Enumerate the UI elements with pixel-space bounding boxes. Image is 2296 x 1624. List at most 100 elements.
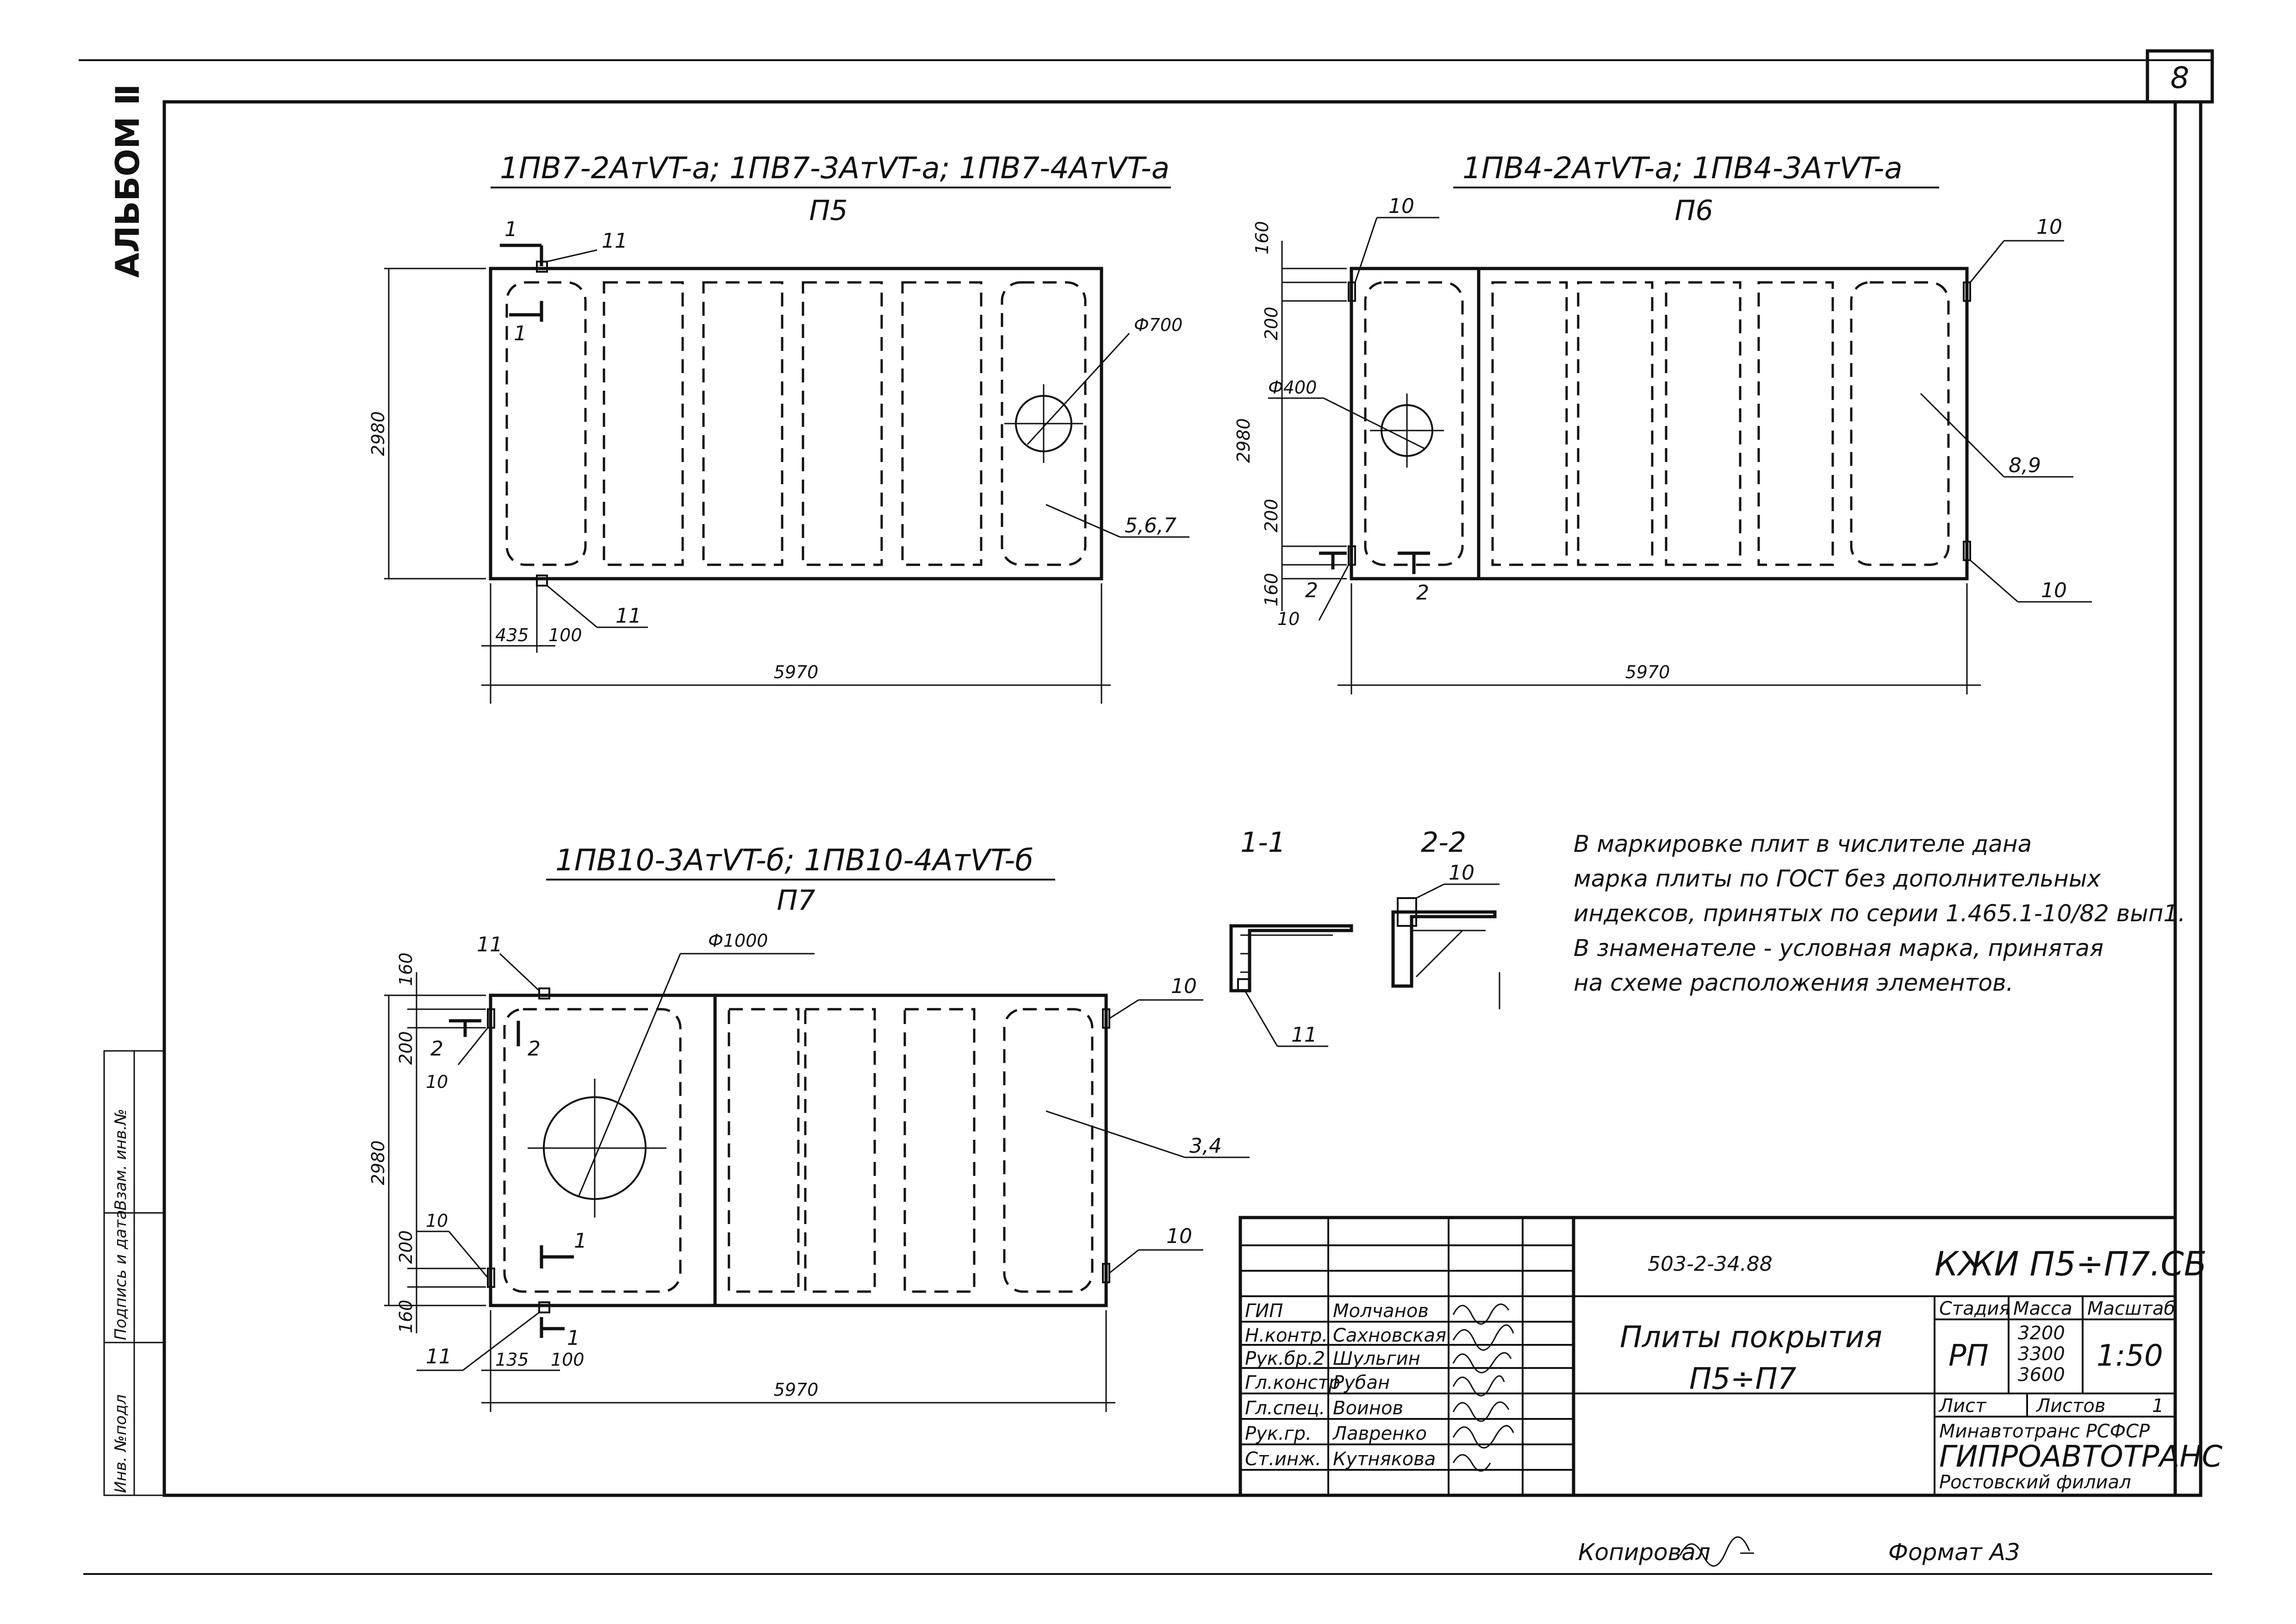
p7-dim-height: 2980 [368,1140,388,1185]
p7-body-leader [1045,1110,1185,1158]
tb-role-2: Н.контр. [1245,1325,1328,1346]
p7-dim-bot2: 160 [396,1299,416,1333]
p7-callout-b-leader [462,1312,540,1371]
p7-callout-bl-leader [448,1231,489,1278]
section-1-callout: 11 [1291,1023,1317,1047]
p6-callout-tl-leader [1354,217,1378,283]
section-2-title: 2-2 [1421,826,1466,859]
tb-mass-3: 3600 [2018,1364,2065,1386]
p7-cell-3 [804,1008,876,1293]
section-1-hatch [1240,934,1333,973]
p7-callout-br: 10 [1166,1224,1192,1248]
section-2-2: 2-2 10 [1391,826,1500,1009]
p6-callout-bl-leader [1318,564,1350,621]
p5-callout-top-leader [547,249,597,262]
tb-stage: РП [1948,1339,1989,1373]
side-col-replace: Взам. инв.№ [112,1109,130,1211]
p6-callout-bl: 10 [1277,609,1300,629]
p6-callout-tr: 10 [2036,215,2062,239]
tb-scale-label: Масштаб [2087,1298,2175,1319]
p7-callout-top: 11 [477,933,503,956]
signature-2 [1452,1324,1514,1351]
p7-callout-br-leader [1109,1249,1139,1274]
p6-dim-bot1: 200 [1261,499,1282,532]
p5-cell-4 [802,281,883,566]
p5-body-callout: 5,6,7 [1125,514,1176,537]
p7-callout-bottom: 11 [426,1345,452,1368]
p5-dim-height: 2980 [368,411,388,456]
tb-mass-label: Масса [2013,1298,2072,1319]
tb-name-2: Сахновская [1333,1325,1446,1346]
tb-name-3: Шульгин [1333,1348,1420,1369]
p6-section-mark-a: 2 [1305,579,1318,602]
p7-section-mark-c: 1 [574,1229,587,1253]
p6-insert-tr [1963,281,1971,302]
p6-dim-length: 5970 [1625,662,1670,682]
note-block: В маркировке плит в числителе дана марка… [1574,831,2185,996]
tb-org-2: ГИПРОАВТОТРАНС [1939,1440,2222,1474]
section-2-callout: 10 [1449,861,1475,885]
p5-marks: 1ПВ7-2АтVT-а; 1ПВ7-3АтVT-а; 1ПВ7-4АтVT-а [500,151,1170,186]
p6-cell-2 [1491,281,1568,566]
tb-mass-2: 3300 [2018,1343,2065,1365]
tb-name-6: Лавренко [1332,1423,1427,1444]
p7-slab-outline [489,993,1108,1307]
p6-dim-top2: 200 [1261,306,1282,340]
tb-name-4: Рубан [1333,1372,1390,1393]
p6-dim-height: 2980 [1233,418,1254,463]
view-p5: 1ПВ7-2АтVT-а; 1ПВ7-3АтVT-а; 1ПВ7-4АтVT-а… [368,151,1189,704]
p6-callout-br: 10 [2041,579,2067,602]
p7-callout-tr-leader [1109,999,1139,1019]
p6-callout-tl: 10 [1388,194,1414,218]
footer-copied: Копировал [1578,1539,1711,1566]
sheet-number-box [2146,49,2214,104]
p7-dim-d1: 135 [495,1349,529,1370]
p6-section-mark-b: 2 [1416,581,1429,605]
p7-dim-bot1: 200 [396,1230,416,1264]
signature-1 [1452,1303,1510,1325]
p6-cell-5 [1757,281,1834,566]
p7-section-mark-b: 2 [528,1037,541,1061]
p6-hole-label: Ф400 [1268,377,1317,398]
section-2-insert [1397,897,1417,927]
p5-callout-bottom: 11 [616,604,641,628]
p7-dim-top2: 200 [396,1031,416,1065]
p6-dim-top1: 160 [1252,221,1272,255]
p5-dim-d1: 435 [495,625,529,645]
tb-name-7: Кутнякова [1333,1449,1436,1470]
album-label: АЛЬБОМ Ⅱ [109,84,147,278]
p6-insert-bl [1348,545,1356,566]
p5-section-mark-a: 1 [504,218,517,241]
p5-callout-top: 11 [602,229,628,253]
p7-cell-4 [903,1008,976,1293]
tb-title-1: Плиты покрытия [1620,1320,1882,1355]
signature-5 [1452,1401,1510,1422]
p7-cell-2 [728,1008,800,1293]
p6-cell-6 [1850,281,1950,566]
p5-insert-bottom [536,575,548,587]
p7-dim-length: 5970 [774,1380,819,1400]
p6-designation: П6 [1674,194,1713,227]
tb-sheets: 1 [2152,1395,2164,1417]
tb-doc-code: КЖИ П5÷П7.СБ [1935,1244,2207,1283]
p7-insert-bottom [538,1301,550,1313]
sheet-border [162,100,2203,1497]
section-1-insert [1237,978,1251,992]
p5-cell-5 [901,281,983,566]
p6-hole-leader [1323,397,1426,450]
tb-name-5: Воинов [1333,1398,1403,1419]
section-2-profile [1391,910,1497,988]
tb-role-6: Рук.гр. [1245,1423,1312,1444]
section-1-title: 1-1 [1240,826,1286,859]
tb-project-code: 503-2-34.88 [1648,1252,1773,1276]
side-col-sign: Подпись и дата [112,1210,130,1340]
signature-6 [1452,1425,1514,1449]
p7-insert-top [538,987,550,999]
p6-insert-tl [1348,281,1356,302]
sheet-number: 8 [2171,61,2190,95]
p6-cell-4 [1665,281,1742,566]
view-p6: 1ПВ4-2АтVT-а; 1ПВ4-3АтVT-а П6 Ф400 10 10… [1233,151,2092,694]
side-col-inv: Инв. №подл [112,1394,130,1493]
